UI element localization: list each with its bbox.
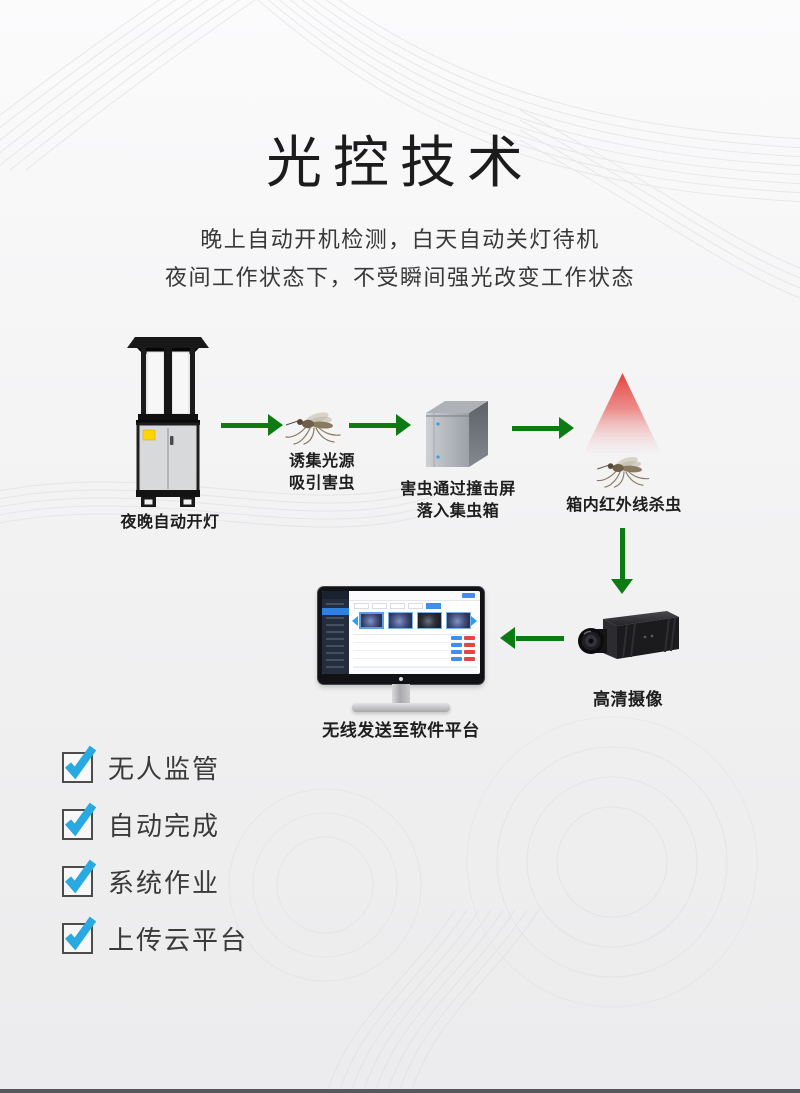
checklist-item: 上传云平台	[62, 916, 249, 955]
subtitle-line2: 夜间工作状态下，不受瞬间强光改变工作状态	[164, 265, 635, 290]
arrow-right-icon	[349, 414, 411, 436]
flow-step2-line1: 诱集光源	[288, 453, 355, 470]
checklist-item-label: 自动完成	[108, 810, 221, 841]
checklist-item-label: 系统作业	[108, 867, 221, 898]
arrow-right-icon	[221, 414, 283, 436]
dashboard-sidebar-active-item	[322, 608, 349, 615]
monitor-platform-icon	[318, 587, 484, 713]
dashboard-image-thumbnails	[359, 612, 471, 629]
dashboard-pagination	[353, 667, 477, 674]
monitor-screen	[318, 587, 484, 684]
carousel-next-icon	[471, 616, 477, 626]
arrow-down-icon	[611, 528, 633, 594]
checkbox-checked-icon	[62, 916, 97, 954]
flow-step6-label: 无线发送至软件平台	[322, 721, 480, 740]
page-title: 光控技术	[266, 131, 534, 194]
collection-box-icon	[422, 397, 492, 478]
software-dashboard-screenshot	[322, 591, 480, 674]
flow-step3-line1: 害虫通过撞击屏	[400, 481, 516, 498]
monitor-stand-neck	[392, 684, 410, 704]
dashboard-sidebar-menu	[326, 603, 344, 671]
dashboard-topbar-button	[462, 593, 475, 598]
flow-step5-label: 高清摄像	[593, 690, 663, 709]
checklist-item: 自动完成	[62, 802, 221, 841]
insect-trap-lamp-icon	[127, 337, 209, 514]
flow-step3-line2: 落入集虫箱	[416, 503, 500, 520]
dashboard-action-buttons	[451, 636, 475, 664]
checkbox-checked-icon	[62, 859, 97, 897]
carousel-prev-icon	[352, 616, 358, 626]
mosquito-icon	[594, 449, 652, 494]
monitor-logo-dot	[399, 677, 403, 681]
checkbox-checked-icon	[62, 802, 97, 840]
dashboard-sidebar-header	[322, 591, 349, 599]
flow-step4-label: 箱内红外线杀虫	[566, 497, 682, 514]
flow-step2-label: 诱集光源 吸引害虫	[272, 451, 372, 495]
dashboard-filter-row	[354, 603, 441, 609]
checklist-item: 无人监管	[62, 745, 221, 784]
checklist-item: 系统作业	[62, 859, 221, 898]
subtitle-line1: 晚上自动开机检测，白天自动关灯待机	[200, 227, 600, 252]
dashboard-topbar	[349, 591, 480, 601]
dashboard-sidebar	[322, 591, 349, 674]
infrared-beam-icon	[584, 373, 661, 458]
checklist-item-label: 上传云平台	[108, 924, 249, 955]
flow-step1-label: 夜晚自动开灯	[120, 514, 220, 531]
mosquito-icon	[284, 404, 342, 451]
checkbox-checked-icon	[62, 745, 97, 783]
arrow-right-icon	[512, 417, 574, 439]
monitor-stand-base	[352, 703, 450, 712]
hd-camera-icon	[577, 606, 681, 673]
checklist-item-label: 无人监管	[108, 753, 221, 784]
flow-step3-label: 害虫通过撞击屏 落入集虫箱	[390, 479, 526, 523]
section-divider	[0, 1089, 800, 1093]
arrow-left-icon	[500, 627, 564, 649]
flow-step2-line2: 吸引害虫	[288, 475, 355, 492]
